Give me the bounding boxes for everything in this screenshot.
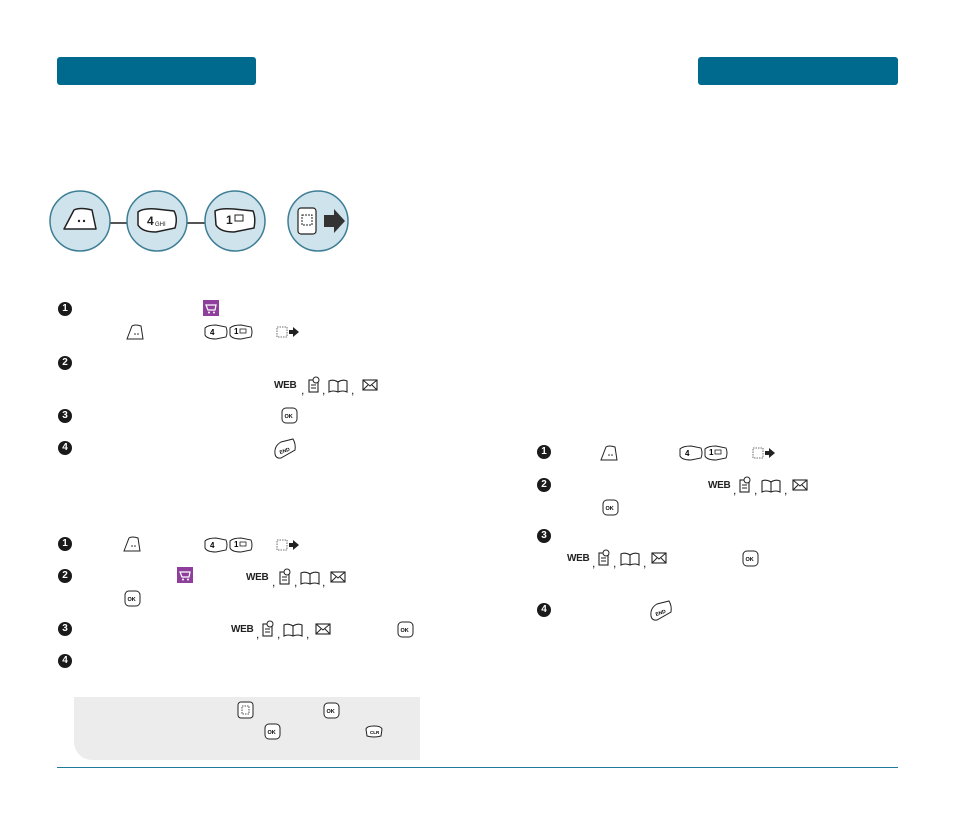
purple-cart-icon [203, 300, 219, 316]
svg-text:4: 4 [210, 541, 215, 550]
comma: , [784, 483, 788, 497]
step-number: 2 [58, 356, 72, 370]
key-4-icon: 4 GHI [126, 190, 188, 252]
step-number: 1 [58, 537, 72, 551]
end-key-icon: END [650, 600, 672, 621]
nav-right-icon [287, 190, 349, 252]
schedule-icon [598, 549, 610, 566]
comma: , [322, 575, 326, 589]
comma: , [733, 483, 737, 497]
ok-key-icon: OK [397, 621, 414, 638]
schedule-icon [279, 568, 291, 585]
comma: , [301, 383, 305, 397]
schedule-icon [739, 476, 751, 493]
schedule-icon [308, 376, 320, 393]
envelope-icon [315, 623, 331, 635]
comma: , [754, 483, 758, 497]
envelope-icon [362, 379, 378, 391]
comma: , [277, 627, 281, 641]
book-icon [761, 479, 781, 493]
right-header-bar [698, 57, 898, 85]
web-label: WEB [274, 380, 297, 391]
svg-text:OK: OK [268, 730, 276, 736]
book-icon [328, 379, 348, 393]
purple-cart-icon [177, 567, 193, 583]
step-number: 4 [537, 603, 551, 617]
svg-text:OK: OK [746, 557, 754, 563]
nav-right-icon [752, 447, 775, 459]
menu-key-icon [126, 324, 144, 340]
svg-text:4: 4 [685, 449, 690, 458]
svg-text:1: 1 [234, 540, 239, 549]
svg-text:END: END [655, 609, 667, 618]
comma: , [351, 383, 355, 397]
svg-text:4: 4 [210, 328, 215, 337]
svg-text:OK: OK [401, 628, 409, 634]
step-number: 2 [58, 569, 72, 583]
key-1-icon: 1 [229, 324, 253, 340]
key4-sub-label: GHI [155, 222, 166, 228]
key-4-icon: 4 [204, 537, 228, 553]
envelope-icon [651, 552, 667, 564]
key-1-icon: 1 [229, 537, 253, 553]
svg-text:OK: OK [128, 597, 136, 603]
svg-text:OK: OK [285, 414, 293, 420]
left-header-bar [57, 57, 256, 85]
envelope-icon [330, 571, 346, 583]
step-number: 3 [537, 529, 551, 543]
book-icon [283, 623, 303, 637]
comma: , [306, 627, 310, 641]
key1-label: 1 [226, 213, 233, 227]
nav-right-icon [276, 539, 299, 551]
comma: , [322, 383, 326, 397]
svg-text:OK: OK [327, 709, 335, 715]
end-key-icon: END [274, 438, 296, 459]
ok-key-icon: OK [323, 702, 340, 719]
web-label: WEB [567, 553, 590, 564]
svg-text:CLR: CLR [370, 730, 380, 735]
svg-text:OK: OK [606, 506, 614, 512]
step-number: 3 [58, 622, 72, 636]
menu-key-icon [600, 445, 618, 461]
book-icon [300, 571, 320, 585]
ok-key-icon: OK [124, 590, 141, 607]
ok-key-icon: OK [281, 407, 298, 424]
comma: , [272, 575, 276, 589]
menu-key-icon [49, 190, 111, 252]
step-number: 1 [537, 445, 551, 459]
web-label: WEB [246, 572, 269, 583]
clr-key-icon: CLR [365, 725, 383, 738]
step-number: 2 [537, 478, 551, 492]
step-number: 3 [58, 409, 72, 423]
step-number: 4 [58, 654, 72, 668]
key-1-icon: 1 [204, 190, 266, 252]
comma: , [613, 556, 617, 570]
comma: , [592, 556, 596, 570]
step-number: 1 [58, 302, 72, 316]
comma: , [294, 575, 298, 589]
web-label: WEB [231, 624, 254, 635]
svg-text:END: END [279, 447, 291, 456]
menu-key-icon [123, 536, 141, 552]
svg-text:1: 1 [234, 327, 239, 336]
svg-text:1: 1 [709, 448, 714, 457]
book-icon [620, 552, 640, 566]
key4-label: 4 [147, 214, 154, 228]
web-label: WEB [708, 480, 731, 491]
step-number: 4 [58, 441, 72, 455]
key-1-icon: 1 [704, 445, 728, 461]
nav-right-icon [276, 326, 299, 338]
key-sequence-diagram: 4 GHI 1 [49, 190, 349, 252]
ok-key-icon: OK [602, 499, 619, 516]
envelope-icon [792, 479, 808, 491]
ok-key-icon: OK [742, 550, 759, 567]
nav-key-icon [237, 701, 254, 719]
ok-key-icon: OK [264, 723, 281, 740]
footer-rule [57, 767, 898, 768]
key-4-icon: 4 [204, 324, 228, 340]
comma: , [643, 556, 647, 570]
schedule-icon [262, 620, 274, 637]
key-4-icon: 4 [679, 445, 703, 461]
comma: , [256, 627, 260, 641]
